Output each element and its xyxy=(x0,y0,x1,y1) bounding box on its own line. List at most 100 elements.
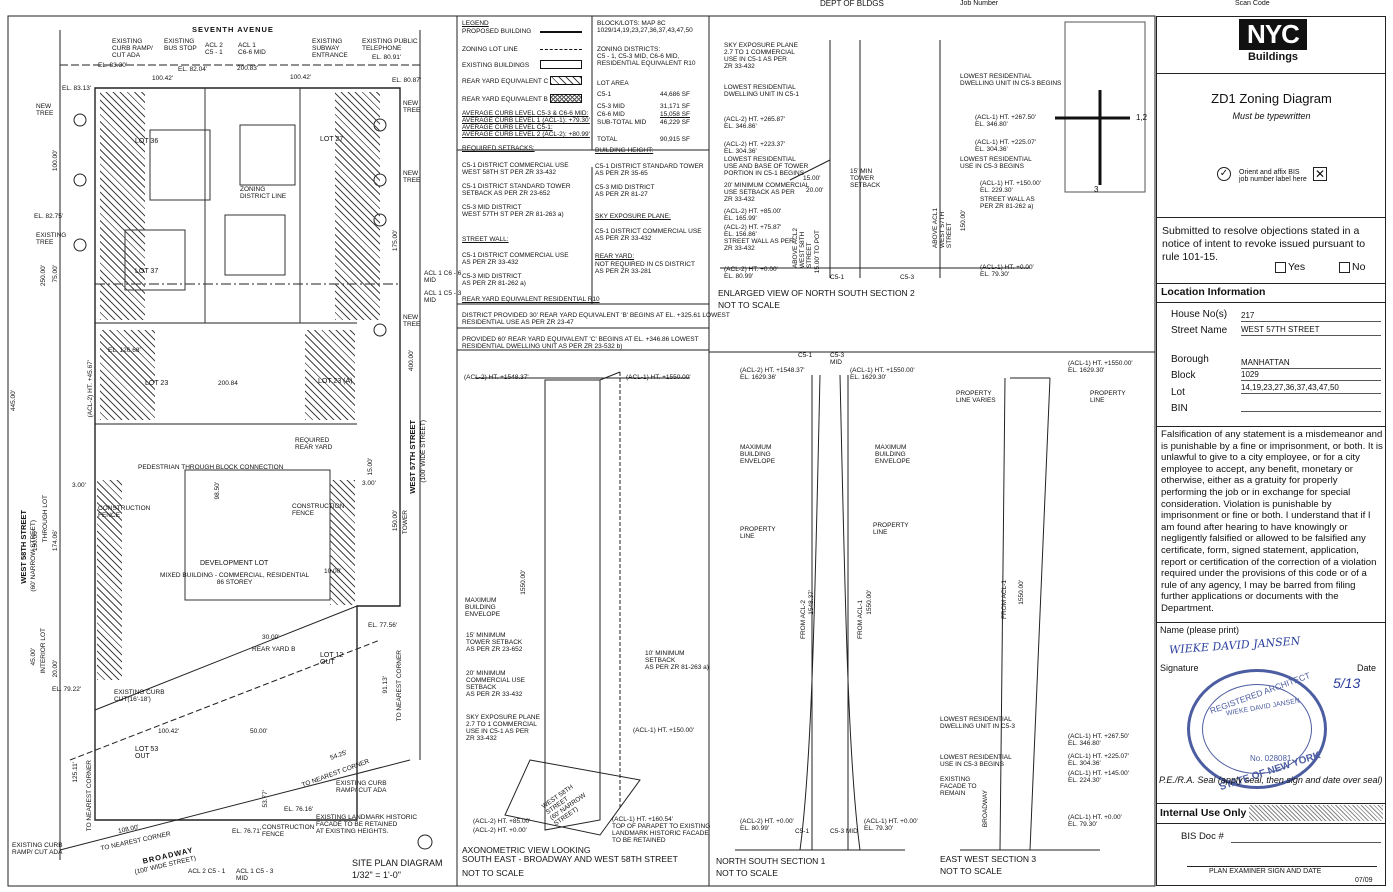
sp-existing-landmark: EXISTING LANDMARK HISTORIC FACADE TO BE … xyxy=(316,814,418,835)
en-acl2-26587: (ACL-2) HT. +265.87' EL. 346.86' xyxy=(724,116,786,130)
sp-acl1-c66: ACL 1 C6 - 6 MID xyxy=(424,270,462,284)
axo-sky-plane: SKY EXPOSURE PLANE 2.7 TO 1 COMMERCIAL U… xyxy=(466,714,540,742)
lot-area-v4: 90,915 SF xyxy=(660,136,690,143)
sp-acl2: ACL 2 C5 - 1 xyxy=(205,42,223,56)
ns1-d-154837: 1548.37' xyxy=(808,590,815,615)
axo-parapet: TOP OF PARAPET TO EXISTING LANDMARK HIST… xyxy=(612,823,711,844)
sp-el-8087: EL. 80.87' xyxy=(392,77,422,84)
ew3-acl1-top: (ACL-1) HT. +1550.00' EL. 1629.30' xyxy=(1068,360,1133,374)
sp-lot37: LOT 37 xyxy=(135,268,159,275)
legend-lot-area-heading: LOT AREA xyxy=(597,80,629,87)
bis-doc-field[interactable] xyxy=(1231,832,1381,843)
sp-el-12668: EL. 126.68' xyxy=(108,347,141,354)
sp-new-tree-3: NEW TREE xyxy=(403,170,421,184)
borough-label: Borough xyxy=(1171,354,1209,365)
location-heading: Location Information xyxy=(1161,286,1266,298)
sp-el-7756: EL. 77.56' xyxy=(368,622,398,629)
legend-swatch-rear-c xyxy=(550,76,582,85)
axo-d-155000: 1550.00' xyxy=(520,570,527,595)
street-west-58th: WEST 58TH STREET xyxy=(19,510,28,584)
ew3-title: EAST WEST SECTION 3 xyxy=(940,854,1037,864)
ew3-lowest-res-use: LOWEST RESIDENTIAL USE IN C5-3 BEGINS xyxy=(940,754,1012,768)
axo-max-envelope: MAXIMUM BUILDING ENVELOPE xyxy=(465,597,501,618)
sp-el-7922: EL. 79.22' xyxy=(52,686,82,693)
axo-commercial-setback: 20' MINIMUM COMMERCIAL USE SETBACK AS PE… xyxy=(466,670,525,698)
block-field[interactable]: 1029 xyxy=(1241,370,1381,381)
en-c51: C5-1 xyxy=(830,274,845,281)
sp-existing-curb-cut: EXISTING CURB CUT(16'-18') xyxy=(114,689,165,703)
sp-d-5000: 50.00' xyxy=(250,728,268,735)
yes-checkbox[interactable]: Yes xyxy=(1275,261,1305,273)
legend-sky-exposure: C5-1 DISTRICT COMMERCIAL USE AS PER ZR 3… xyxy=(595,228,702,242)
key-plan-1-2: 1,2 xyxy=(1136,113,1148,122)
borough-field[interactable]: MANHATTAN xyxy=(1241,358,1381,369)
ns1-prop-l: PROPERTY LINE xyxy=(740,526,776,540)
lot-area-k3: SUB-TOTAL MID xyxy=(597,119,647,126)
dept-label: DEPT OF BLDGS xyxy=(820,0,884,8)
internal-heading: Internal Use Only xyxy=(1160,807,1247,819)
sp-construction-fence-r: CONSTRUCTION FENCE xyxy=(292,503,345,517)
lot-area-v3: 46,229 SF xyxy=(660,119,690,126)
legend-setbacks: C5-1 DISTRICT COMMERCIAL USE WEST 58TH S… xyxy=(462,162,571,218)
sp-lot36: LOT 36 xyxy=(135,138,159,145)
sp-existing-curb-ramp: EXISTING CURB RAMP/ CUT ADA xyxy=(112,38,153,59)
en-above-acl1: ABOVE ACL1 WEST 57TH STREET xyxy=(932,208,953,249)
legend-row-4: REAR YARD EQUIVALENT C xyxy=(462,78,549,85)
sp-d-25000: 250.00' xyxy=(40,265,47,287)
ns1-c51b: C5-1 xyxy=(795,828,810,835)
rear-yard-hatch-lower-left xyxy=(97,480,122,680)
sp-d-10042b: 100.42' xyxy=(290,74,312,81)
no-checkbox[interactable]: No xyxy=(1339,261,1365,273)
lot-field[interactable]: 14,19,23,27,36,37,43,47,50 xyxy=(1241,383,1381,394)
en-title: ENLARGED VIEW OF NORTH SOUTH SECTION 2 xyxy=(718,288,915,298)
lot-label: Lot xyxy=(1171,387,1185,398)
axo-acl1-top: (ACL-1) HT. +1550.00' xyxy=(626,374,691,381)
sp-d-20084: 200.84 xyxy=(218,380,238,387)
sp-d-20083: 200.83' xyxy=(237,65,259,72)
nyc-logo-text: NYC xyxy=(1239,19,1307,50)
sp-d-7500a: 75.00' xyxy=(52,265,59,283)
legend-rear-yard-eq-h: REAR YARD EQUIVALENT RESIDENTIAL R10 xyxy=(462,296,600,303)
street-west-58th-sub: (60' NARROW STREET) xyxy=(30,520,37,592)
sp-d-1000: 10.00' xyxy=(324,568,342,575)
axo-acl1-150: (ACL-1) HT. +150.00' xyxy=(633,727,695,734)
yes-box[interactable] xyxy=(1275,261,1286,273)
en-d-2000: 20.00' xyxy=(806,187,824,194)
en-min-tower: 15' MIN TOWER SETBACK xyxy=(850,168,881,189)
sp-d-15000b: 150.00' xyxy=(392,510,399,532)
sp-rear-yard-b: REAR YARD B xyxy=(252,646,296,653)
sp-lot23a: LOT 23 (A) xyxy=(318,378,353,385)
rev-label: 07/09 xyxy=(1355,877,1373,884)
sp-mixed: MIXED BUILDING - COMMERCIAL, RESIDENTIAL… xyxy=(160,572,310,586)
date-value[interactable]: 5/13 xyxy=(1333,675,1361,691)
sp-acl1: ACL 1 C6-6 MID xyxy=(238,42,266,56)
sp-required-rear-yard: REQUIRED REAR YARD xyxy=(295,437,333,451)
lot-area-v1: 31,171 SF xyxy=(660,103,690,110)
no-box[interactable] xyxy=(1339,261,1350,273)
street-west-57th: WEST 57TH STREET xyxy=(408,420,417,494)
ns1-from-acl2: FROM ACL-2 xyxy=(800,600,807,640)
name-value[interactable]: WIEKE DAVID JANSEN xyxy=(1168,634,1301,657)
sp-d-12511: 125.11' xyxy=(72,762,79,783)
lot-area-k0: C5-1 xyxy=(597,91,612,98)
sp-lot53: LOT 53 OUT xyxy=(135,746,159,760)
ns1-max-env-l: MAXIMUM BUILDING ENVELOPE xyxy=(740,444,776,465)
en-lowest-res-c53b: LOWEST RESIDENTIAL USE IN C5-3 BEGINS xyxy=(960,156,1032,170)
sp-existing-tree: EXISTING TREE xyxy=(36,232,67,246)
sp-d-17500: 175.00' xyxy=(392,230,399,252)
sp-existing-curb-ramp3: EXISTING CURB RAMP/ CUT ADA xyxy=(12,842,63,856)
ns1-c51: C5-1 xyxy=(798,352,813,359)
bin-field[interactable] xyxy=(1241,401,1381,412)
house-field[interactable]: 217 xyxy=(1241,311,1381,322)
legend-swatch-zoning xyxy=(540,49,582,50)
lot-area-k2: C6-6 MID xyxy=(597,111,625,118)
rear-yard-hatch-mid-left xyxy=(100,330,155,420)
sp-el-7616: EL. 76.16' xyxy=(284,806,314,813)
en-acl2-22337: (ACL-2) HT. +223.37' EL. 304.36' xyxy=(724,141,786,155)
en-acl1-0: (ACL-1) HT. +0.00' EL. 79.30' xyxy=(980,264,1034,278)
street-field[interactable]: WEST 57TH STREET xyxy=(1241,325,1381,336)
objection-text: Submitted to resolve objections stated i… xyxy=(1162,225,1366,263)
legend-note1: DISTRICT PROVIDED 30' REAR YARD EQUIVALE… xyxy=(462,312,730,326)
axo-acl2-85: (ACL-2) HT. +85.00' xyxy=(473,818,531,825)
rear-yard-hatch-right xyxy=(335,92,380,320)
